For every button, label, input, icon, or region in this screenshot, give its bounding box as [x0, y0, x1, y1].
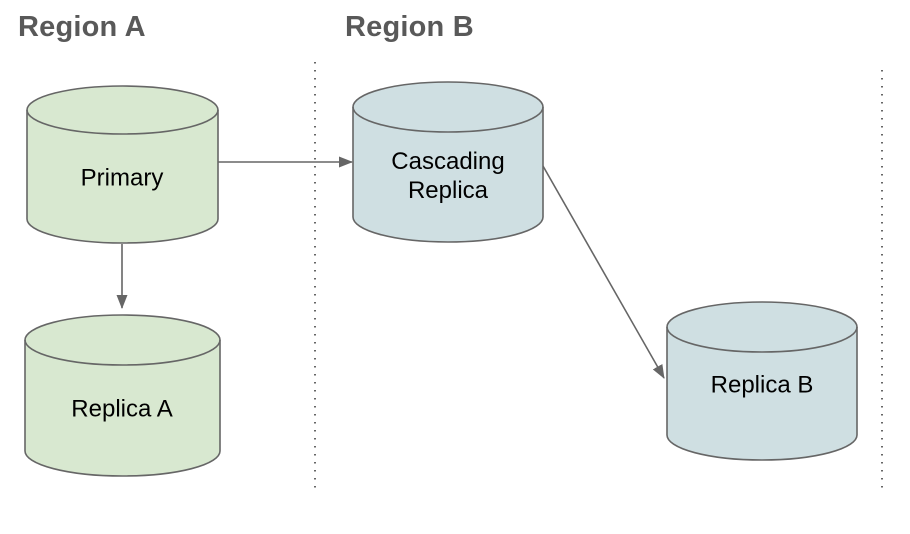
region-b-title: Region B [345, 11, 474, 43]
database-cylinder-icon[interactable] [26, 85, 219, 244]
cylinder-rim [26, 109, 219, 135]
node-replica-b[interactable] [666, 301, 858, 461]
node-cascading-replica-label: Cascading Replica [391, 148, 505, 204]
edge-cascading-replica-to-replica-b[interactable] [542, 165, 665, 379]
cylinder-rim [352, 106, 544, 133]
region-a-title: Region A [18, 11, 146, 43]
node-primary[interactable] [26, 85, 219, 244]
node-cascading-replica[interactable] [352, 81, 544, 243]
cylinder-rim [666, 326, 858, 353]
database-cylinder-icon[interactable] [666, 301, 858, 461]
database-cylinder-icon[interactable] [352, 81, 544, 243]
node-replica-a[interactable] [24, 314, 221, 477]
cylinder-rim [24, 339, 221, 366]
node-replica-b-label: Replica B [710, 371, 814, 399]
node-primary-label: Primary [80, 164, 164, 192]
database-cylinder-icon[interactable] [24, 314, 221, 477]
node-replica-a-label: Replica A [71, 395, 173, 423]
